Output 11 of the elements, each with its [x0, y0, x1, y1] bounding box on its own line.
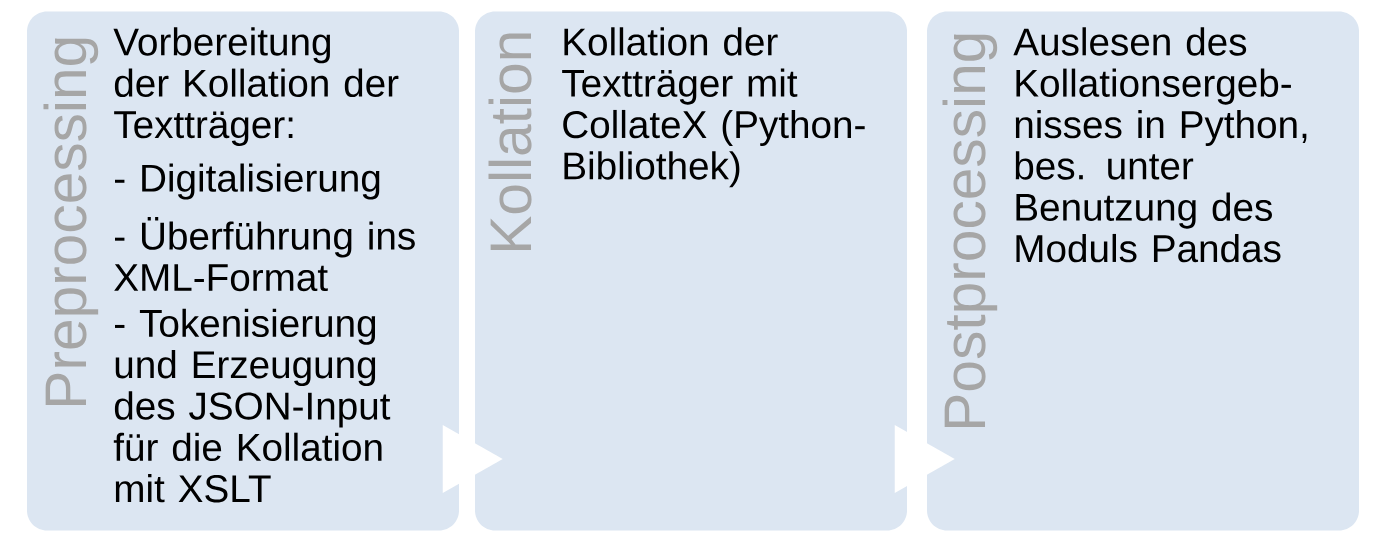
stage-title: Kollation: [488, 33, 532, 250]
stage-title: Postprocessing: [942, 34, 998, 427]
list-item: - Tokenisierung und Erzeugung des JSON-Input für die Kollation mit XSLT: [113, 308, 391, 503]
stage-description: Auslesen des Kollationsergeb-nisses in Python, bes. unter Benutzung des Moduls Pandas: [1013, 27, 1307, 263]
stage-description: Vorbereitung der Kollation der Textträger:: [113, 27, 399, 146]
list-item: - Überführung ins XML-Format: [114, 217, 415, 292]
chevron-arrow: [442, 425, 503, 493]
stage-title: Preprocessing: [43, 38, 99, 405]
stage-description: Kollation der Textträger mit CollateX (Python-Bibliothek): [562, 27, 865, 188]
chevron-arrow: [891, 425, 955, 493]
list-item: - Digitalisierung: [115, 163, 380, 200]
